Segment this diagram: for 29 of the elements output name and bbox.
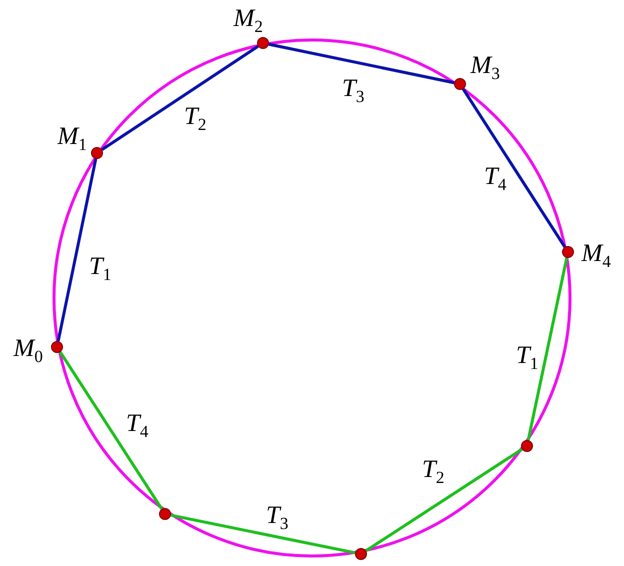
point-label: M$_{4}$ — [582, 240, 611, 270]
point-dot — [355, 548, 367, 560]
edge-label: T$_{2}$ — [422, 456, 444, 486]
point-dot — [91, 147, 103, 159]
edge-label: T$_{3}$ — [266, 502, 288, 532]
point-label: M$_{3}$ — [470, 52, 500, 82]
point-label: M$_{1}$ — [58, 124, 87, 152]
point-dot — [159, 508, 171, 520]
chord-line — [365, 448, 523, 552]
edge-label: T$_{1}$ — [516, 342, 538, 372]
point-label: M$_{2}$ — [234, 6, 263, 34]
point-dot — [521, 440, 533, 452]
point-label: M$_{0}$ — [14, 336, 43, 364]
point-dot — [257, 37, 269, 49]
chord-line — [526, 258, 568, 440]
chord-line — [59, 351, 163, 510]
edge-label: T$_{1}$ — [89, 254, 112, 282]
chord-line — [101, 45, 259, 151]
edge-label: T$_{4}$ — [126, 410, 148, 440]
edge-label: T$_{2}$ — [184, 104, 206, 132]
point-dot — [51, 341, 63, 353]
chord-line — [462, 88, 566, 248]
chord-line — [268, 42, 454, 84]
chord-line — [170, 514, 356, 554]
edge-label: T$_{4}$ — [484, 164, 506, 192]
point-dot — [454, 78, 466, 90]
chord-line — [56, 158, 98, 342]
point-dot — [562, 246, 574, 258]
edge-label: T$_{3}$ — [342, 76, 364, 104]
